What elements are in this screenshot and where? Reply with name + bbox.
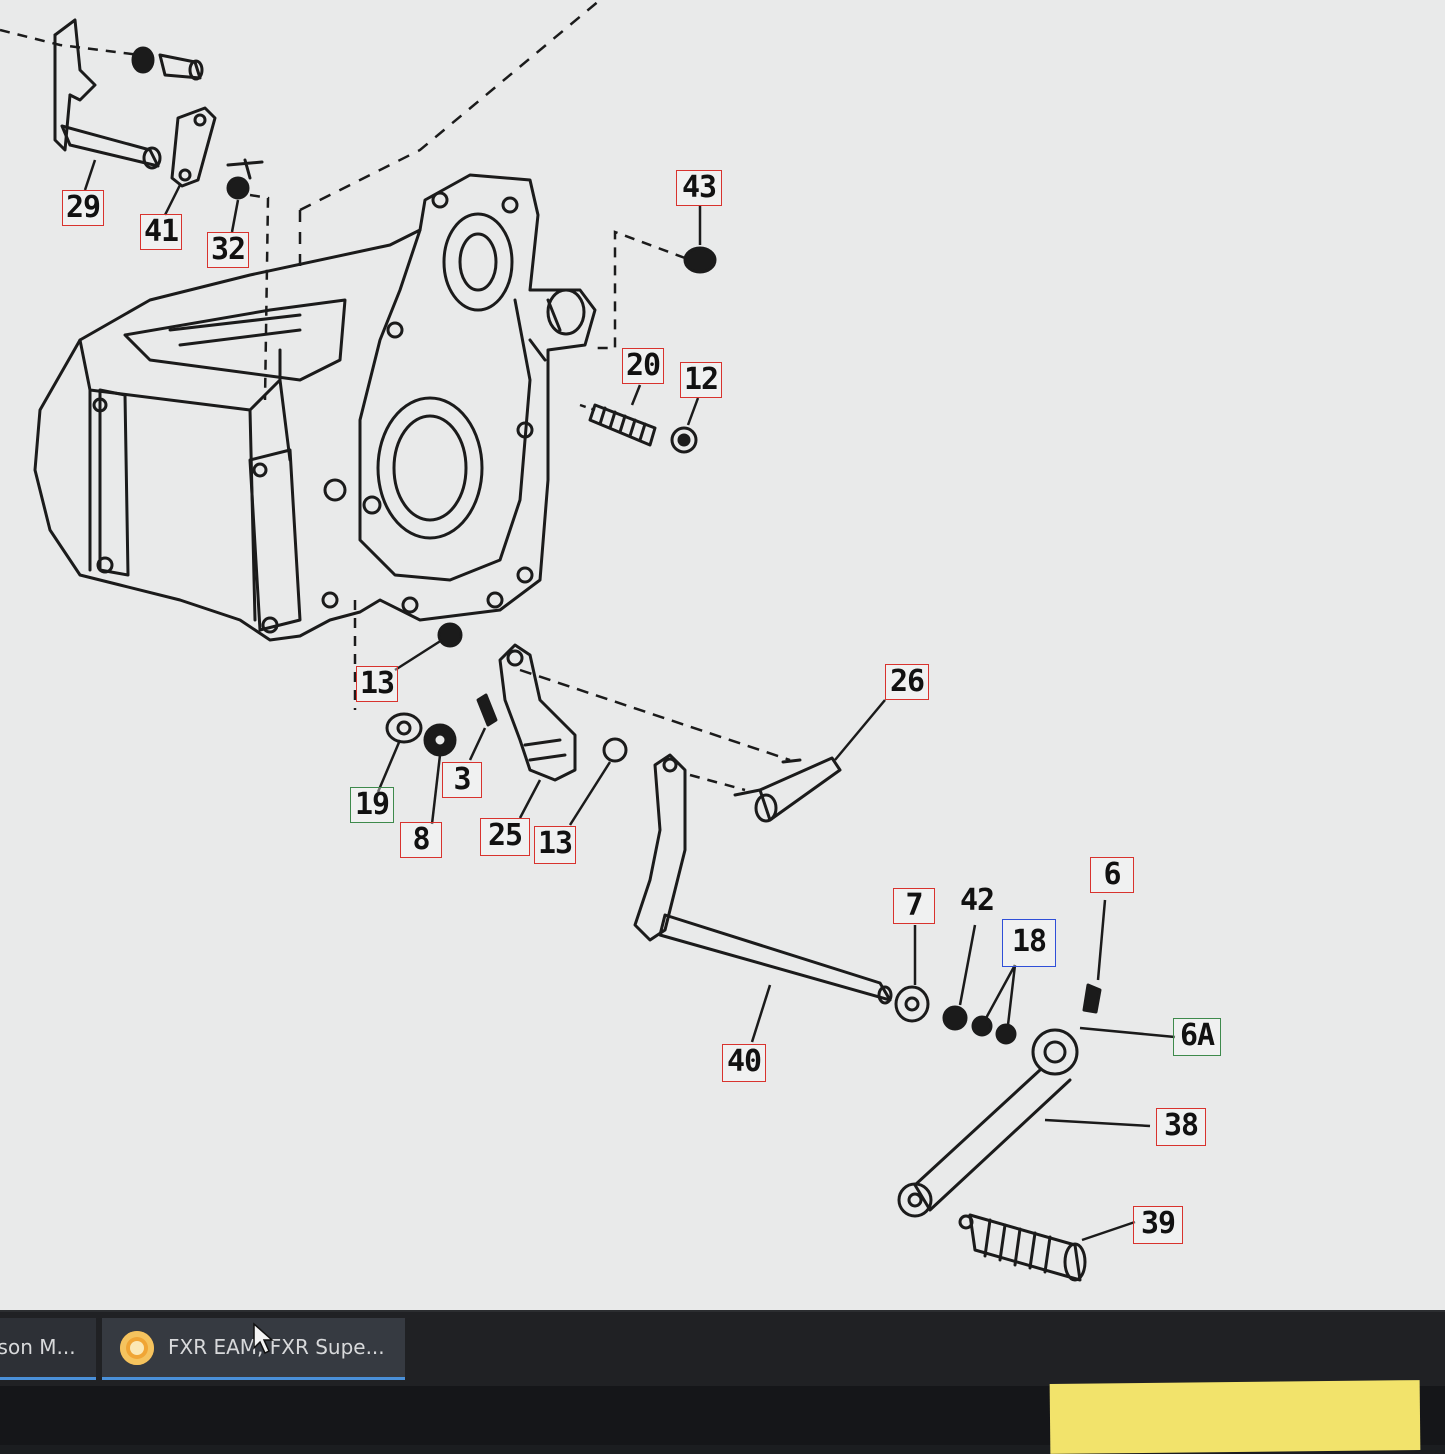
document-viewer: 29 41 32 43 20 12 13 26 19 8 3 25 13 7 4… — [0, 0, 1445, 1310]
part-transmission-case — [33, 173, 597, 642]
callout-18: 18 — [1002, 919, 1056, 967]
callout-19: 19 — [350, 787, 394, 823]
part-footpeg-39 — [958, 1213, 1087, 1282]
part-clip-32 — [226, 158, 264, 200]
callout-29: 29 — [62, 190, 104, 226]
sticky-note — [1049, 1380, 1421, 1454]
taskbar-item-label: FXR EAM, FXR Supe... — [168, 1335, 385, 1359]
part-shift-lever-25 — [498, 643, 577, 782]
callout-7: 7 — [893, 888, 935, 924]
callout-13-upper: 13 — [356, 666, 398, 702]
callout-41: 41 — [140, 214, 182, 250]
part-washer-7 — [894, 985, 930, 1023]
callout-8: 8 — [400, 822, 442, 858]
part-bearings-42-18 — [942, 1005, 1017, 1045]
circle-app-icon — [120, 1331, 154, 1365]
part-washer-8 — [423, 723, 457, 757]
part-plug-43 — [683, 246, 717, 274]
callout-6: 6 — [1090, 857, 1134, 893]
part-nut-13-lower — [602, 737, 628, 763]
callout-26: 26 — [885, 664, 929, 700]
part-washer-19 — [385, 712, 423, 744]
part-plate-41 — [170, 106, 217, 188]
part-shifter-arm-38 — [897, 1028, 1079, 1218]
callout-32: 32 — [207, 232, 249, 268]
callout-42: 42 — [959, 883, 995, 918]
callout-20: 20 — [622, 348, 664, 384]
part-nut-12 — [670, 426, 698, 454]
part-spring-20 — [588, 403, 657, 447]
part-pin — [131, 46, 204, 81]
callout-40: 40 — [722, 1044, 766, 1082]
callout-13-lower: 13 — [534, 826, 576, 864]
callout-38: 38 — [1156, 1108, 1206, 1146]
callout-25: 25 — [480, 818, 530, 856]
part-pin-26 — [754, 756, 842, 823]
taskbar-item-document-1[interactable]: lson M... — [0, 1318, 96, 1380]
part-shaft-lever-40 — [633, 753, 893, 1005]
callout-6a: 6A — [1173, 1018, 1221, 1056]
exploded-parts-diagram — [0, 0, 1176, 1282]
taskbar: lson M... FXR EAM, FXR Supe... — [0, 1310, 1445, 1388]
part-screw-6 — [1082, 983, 1102, 1014]
callout-3: 3 — [442, 762, 482, 798]
callout-12: 12 — [680, 362, 722, 398]
part-lever-upper — [53, 18, 162, 170]
taskbar-item-label: lson M... — [0, 1335, 76, 1359]
callout-39: 39 — [1133, 1206, 1183, 1244]
callout-43: 43 — [676, 170, 722, 206]
mouse-pointer-icon — [253, 1322, 274, 1355]
part-bolt-3 — [476, 693, 498, 727]
part-nut-13-upper — [437, 622, 463, 648]
